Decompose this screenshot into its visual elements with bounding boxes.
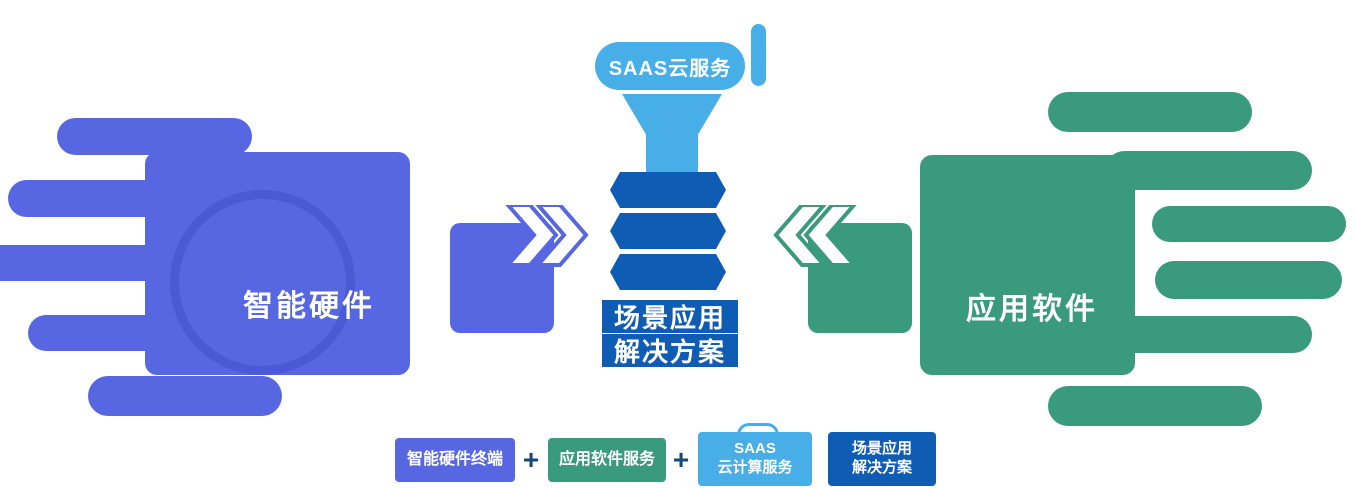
hardware-decor-bar [57, 118, 252, 155]
legend-solution-line1: 场景应用 [851, 440, 912, 458]
software-decor-bar [1102, 316, 1312, 353]
legend-software-service: 应用软件服务 [548, 438, 666, 482]
plus-icon: + [522, 444, 540, 475]
software-decor-bar [1152, 206, 1346, 242]
hardware-decor-bar [88, 376, 282, 416]
solution-label-line2: 解决方案 [602, 334, 738, 367]
saas-decor-bar [751, 24, 766, 86]
saas-cloud-pill: SAAS云服务 [595, 42, 745, 90]
legend-solution-line2: 解决方案 [851, 459, 912, 476]
software-block [920, 155, 1135, 375]
software-decor-bar [1155, 261, 1342, 299]
hardware-label: 智能硬件 [243, 290, 375, 323]
software-decor-bar [1048, 386, 1262, 426]
software-label: 应用软件 [966, 293, 1098, 326]
legend-saas-line2: 云计算服务 [717, 459, 793, 476]
software-decor-bar [1105, 151, 1312, 190]
double-chevron-right-icon [450, 205, 589, 333]
legend-hardware-terminal: 智能硬件终端 [395, 438, 515, 482]
solution-label-line1: 场景应用 [602, 300, 738, 333]
legend-software-service-label: 应用软件服务 [558, 451, 655, 468]
saas-cloud-label: SAAS云服务 [608, 57, 732, 80]
hardware-ring-decoration [170, 190, 355, 375]
legend-hardware-terminal-label: 智能硬件终端 [406, 451, 503, 468]
funnel-icon [622, 94, 722, 172]
legend-solution: 场景应用 解决方案 [828, 432, 936, 486]
database-icon [610, 172, 726, 290]
software-decor-bar [1048, 92, 1252, 132]
legend-saas-line1: SAAS [734, 440, 776, 458]
double-chevron-left-icon [773, 205, 912, 333]
legend-saas-cloud-service: SAAS 云计算服务 [698, 432, 812, 486]
plus-icon: + [672, 444, 690, 475]
